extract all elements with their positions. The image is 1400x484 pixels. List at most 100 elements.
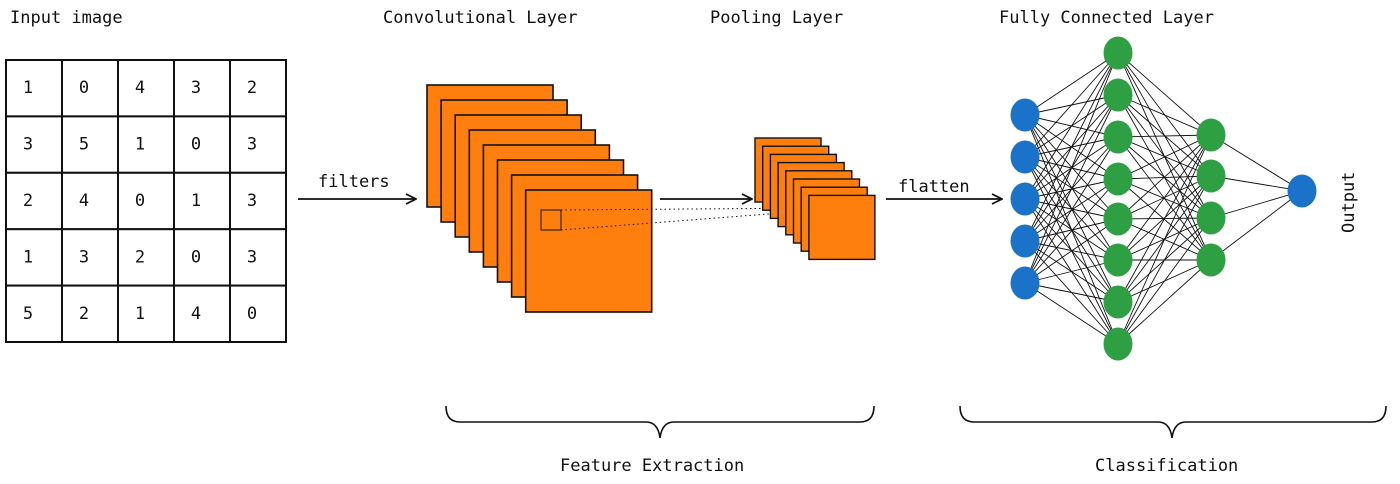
grid-cell (173, 228, 231, 287)
network-edge (1117, 134, 1212, 220)
hidden-neuron (1103, 285, 1133, 319)
classification-brace (959, 405, 1387, 439)
network-edge (1024, 136, 1119, 284)
grid-cell-value: 0 (247, 304, 257, 324)
grid-cell (5, 115, 63, 174)
grid-cell (61, 228, 119, 287)
fc-layer-title: Fully Connected Layer (999, 8, 1214, 28)
grid-cell-value: 0 (79, 78, 89, 98)
feature-extraction-brace (445, 405, 875, 439)
grid-cell (5, 228, 63, 287)
network-edge (1210, 175, 1303, 192)
network-nodes (1010, 36, 1317, 361)
filters-label: filters (318, 172, 390, 192)
grid-cell (61, 59, 119, 118)
hidden-neuron (1103, 36, 1133, 70)
network-edge (1024, 94, 1119, 284)
grid-cell (229, 228, 287, 287)
grid-cell-value: 2 (247, 78, 257, 98)
grid-cell (173, 115, 231, 174)
network-edge (1024, 259, 1119, 284)
network-edge (1024, 52, 1119, 158)
grid-cell-value: 0 (191, 247, 201, 267)
network-edge (1024, 52, 1119, 116)
grid-cell-value: 1 (135, 304, 145, 324)
grid-cell (229, 115, 287, 174)
grid-cell (117, 284, 175, 344)
grid-cell-value: 2 (135, 247, 145, 267)
grid-cell (117, 228, 175, 287)
conv-feature-map (524, 189, 653, 313)
network-edge (1117, 259, 1212, 345)
grid-cell-value: 3 (23, 135, 33, 155)
network-edge (1117, 134, 1212, 261)
network-edge (1117, 175, 1212, 345)
grid-cell-value: 4 (135, 78, 145, 98)
grid-cell-value: 4 (79, 191, 89, 211)
flatten-label: flatten (898, 177, 970, 197)
pooling-layer-title: Pooling Layer (710, 8, 843, 28)
grid-cell-value: 2 (79, 304, 89, 324)
grid-cell-value: 3 (247, 135, 257, 155)
input-neuron (1010, 140, 1040, 174)
hidden-neuron (1196, 201, 1226, 235)
grid-cell (229, 284, 287, 344)
grid-cell-value: 5 (23, 304, 33, 324)
grid-cell (61, 171, 119, 231)
network-edge (1117, 134, 1212, 180)
network-edge (1024, 178, 1119, 284)
network-edge (1117, 52, 1212, 136)
hidden-neuron (1196, 118, 1226, 152)
network-edge (1024, 198, 1119, 220)
network-edge (1024, 218, 1119, 242)
network-edge (1117, 178, 1212, 219)
network-edge (1024, 52, 1119, 284)
hidden-neuron (1103, 243, 1133, 277)
grid-cell-value: 3 (191, 78, 201, 98)
network-edge (1117, 217, 1212, 345)
network-edge (1117, 134, 1212, 303)
grid-cell (117, 115, 175, 174)
classification-label: Classification (1095, 456, 1238, 476)
output-label: Output (1339, 172, 1359, 233)
network-edge (1024, 52, 1119, 200)
conv-feature-maps (426, 84, 653, 313)
network-edge (1117, 136, 1212, 177)
hidden-neuron (1103, 120, 1133, 154)
grid-cell-value: 1 (135, 135, 145, 155)
grid-cell-value: 3 (79, 247, 89, 267)
network-edge (1024, 52, 1119, 242)
grid-cell (117, 171, 175, 231)
input-neuron (1010, 224, 1040, 258)
grid-cell-value: 3 (247, 247, 257, 267)
network-edge (1210, 190, 1303, 261)
network-edge (1117, 134, 1212, 345)
network-edge (1117, 134, 1212, 138)
grid-cell (5, 171, 63, 231)
grid-cell-value: 0 (191, 135, 201, 155)
output-neuron (1287, 174, 1317, 208)
network-edge (1210, 190, 1303, 219)
grid-cell (61, 115, 119, 174)
feature-extraction-label: Feature Extraction (560, 456, 744, 476)
grid-cell (173, 284, 231, 344)
receptive-field-window (540, 209, 562, 231)
hidden-neuron (1103, 202, 1133, 236)
grid-cell-value: 1 (191, 191, 201, 211)
grid-cell (229, 171, 287, 231)
network-edge (1210, 134, 1303, 192)
network-edges (1024, 52, 1303, 345)
hidden-neuron (1196, 243, 1226, 277)
grid-cell (61, 284, 119, 344)
grid-cell-value: 4 (191, 304, 201, 324)
grid-cell-value: 2 (23, 191, 33, 211)
grid-cell (173, 171, 231, 231)
grid-cell-value: 0 (135, 191, 145, 211)
grid-cell (5, 59, 63, 118)
pool-feature-map (808, 194, 876, 261)
network-edge (1117, 178, 1212, 261)
grid-cell-value: 1 (23, 78, 33, 98)
grid-cell (117, 59, 175, 118)
